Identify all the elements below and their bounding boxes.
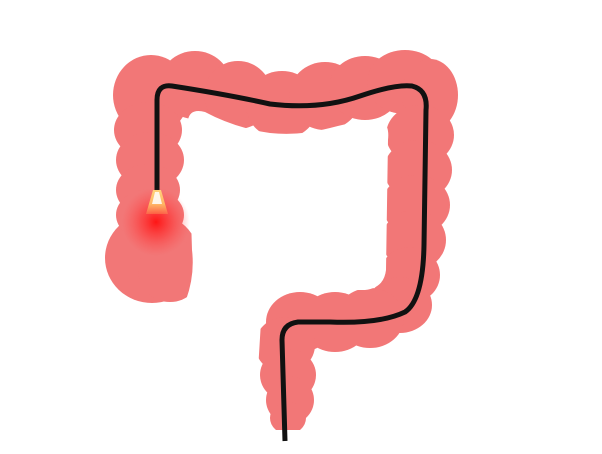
endoscope-tube <box>154 83 429 442</box>
scope-light <box>122 188 190 256</box>
colon-inner-space <box>0 111 602 454</box>
